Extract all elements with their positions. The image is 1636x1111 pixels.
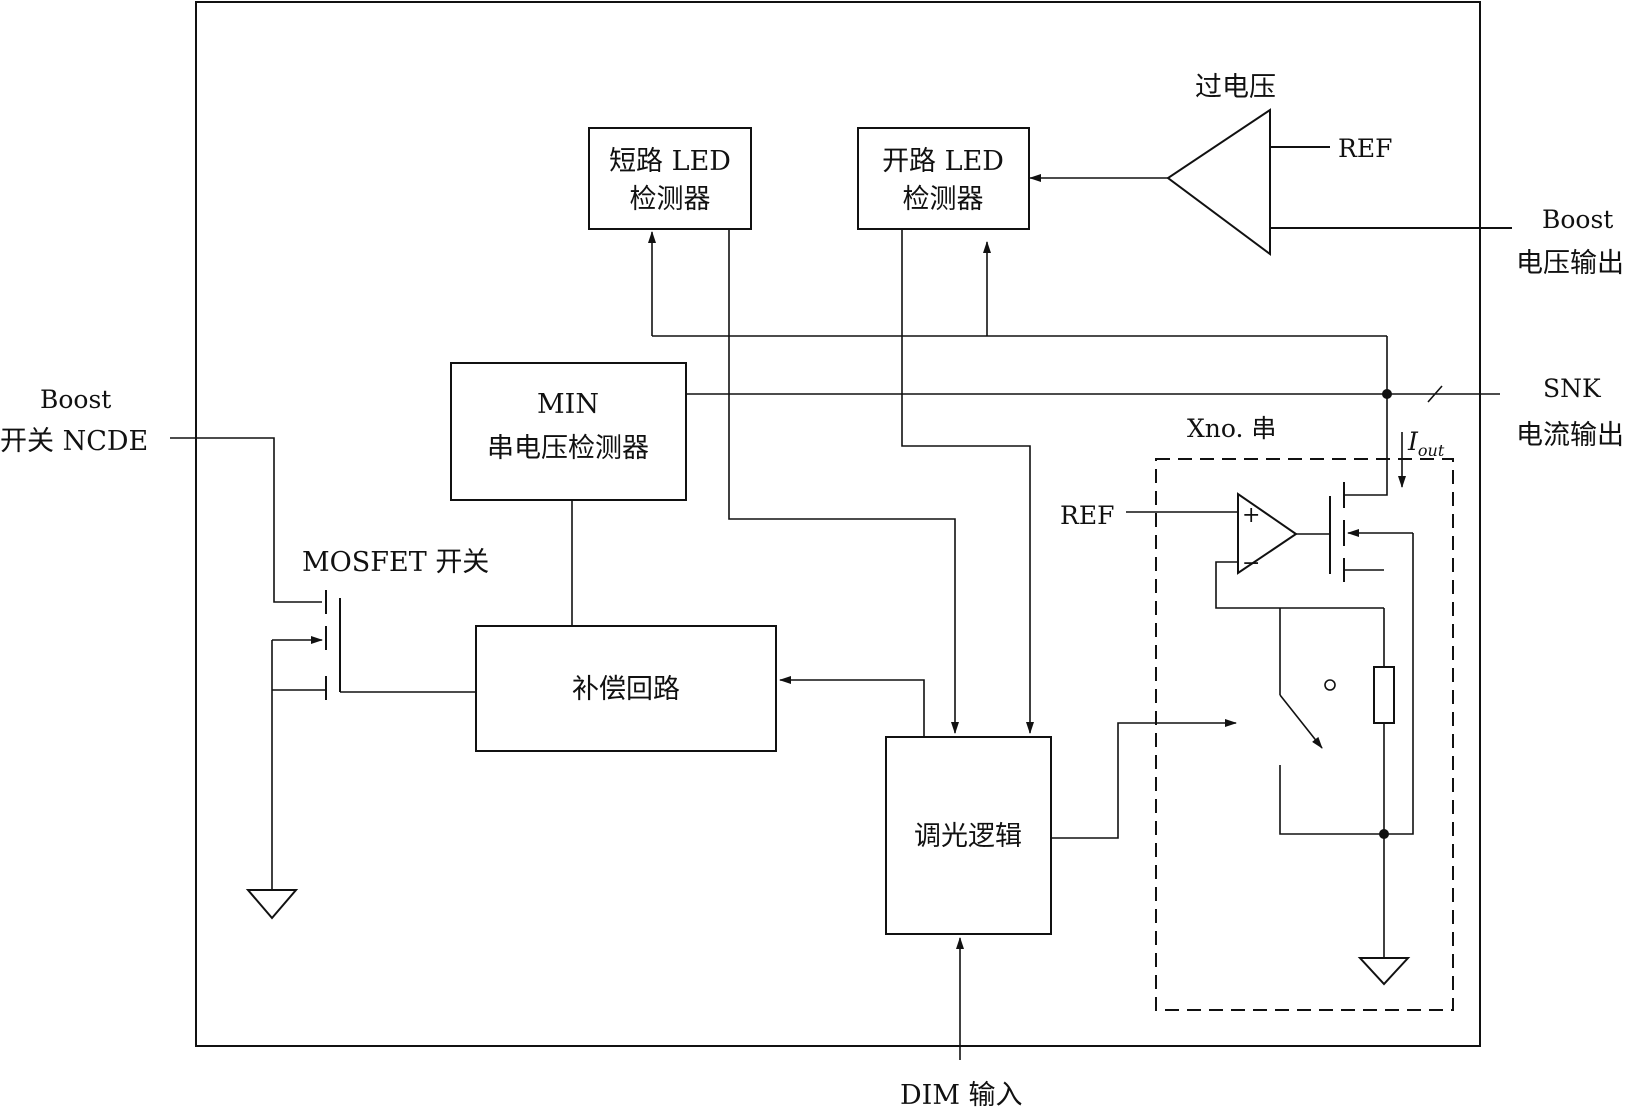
compensation-loop-label: 补偿回路: [572, 674, 680, 705]
dim-to-switch-arrow: [1051, 719, 1237, 839]
boost-voltage-out-line2: 电压输出: [1516, 248, 1624, 279]
snk-line: [686, 385, 1500, 403]
short-to-dim-arrow: [728, 229, 959, 734]
chip-outline: [195, 1, 1481, 1047]
sense-resistor-icon: [1373, 608, 1395, 958]
open-to-dim-arrow: [901, 229, 1034, 734]
mosfet-switch-label: MOSFET 开关: [302, 547, 489, 578]
dim-to-comp-arrow: [779, 676, 925, 737]
ref-amp-label: REF: [1060, 501, 1114, 530]
short-led-detector-line2: 检测器: [630, 184, 711, 215]
open-led-detector-line2: 检测器: [903, 184, 984, 215]
sense-bus: [648, 231, 1388, 394]
xno-string-label: Xno. 串: [1187, 414, 1276, 443]
boost-switch-line1: Boost: [40, 385, 111, 414]
opamp-symbol: + −: [1215, 492, 1384, 609]
iout-label: Iout: [1407, 427, 1445, 460]
overvoltage-label: 过电压: [1195, 72, 1276, 103]
mosfet-switch-symbol: [170, 437, 476, 890]
svg-text:+: +: [1242, 503, 1260, 528]
open-led-detector-line1: 开路 LED: [882, 146, 1004, 177]
boost-voltage-out-line1: Boost: [1542, 205, 1613, 234]
min-string-voltage-detector-block: [450, 362, 687, 501]
short-led-detector-block: [588, 127, 752, 230]
current-out-label: 电流输出: [1516, 420, 1624, 451]
xno-string-dashed-box: [1155, 458, 1454, 1011]
sink-mosfet-symbol: [1329, 394, 1414, 835]
snk-label: SNK: [1543, 374, 1602, 403]
dimming-switch-icon: [1279, 608, 1384, 835]
open-led-detector-block: [857, 127, 1030, 230]
ground-right-icon: [1357, 957, 1411, 986]
ref-top-label: REF: [1338, 134, 1392, 163]
svg-text:−: −: [1242, 551, 1260, 576]
overvoltage-comparator: [1166, 108, 1512, 256]
short-led-detector-line1: 短路 LED: [609, 146, 731, 177]
dimming-logic-block: [885, 736, 1052, 935]
dimming-logic-label: 调光逻辑: [914, 821, 1022, 852]
min-detector-line1: MIN: [537, 389, 599, 420]
boost-switch-line2: 开关 NCDE: [0, 426, 148, 457]
dim-input-label: DIM 输入: [900, 1080, 1023, 1111]
min-detector-line2: 串电压检测器: [487, 433, 649, 464]
ground-left-icon: [245, 889, 299, 920]
compensation-loop-block: [475, 625, 777, 752]
